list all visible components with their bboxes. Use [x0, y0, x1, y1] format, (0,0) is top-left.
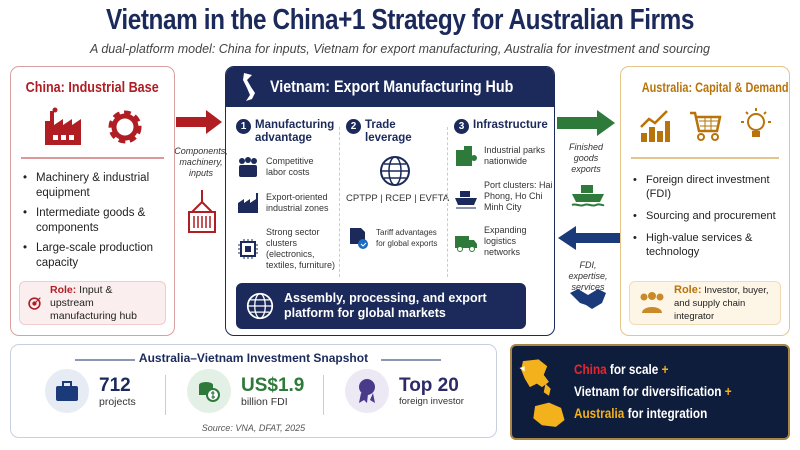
globe-icon — [380, 156, 410, 186]
stat-value: 712 — [99, 374, 131, 396]
column-item: Tariff advantages for global exports — [376, 228, 438, 248]
stat-value: Top 20 — [399, 375, 459, 396]
flow-label-fdi: FDI, expertise, services — [568, 260, 608, 292]
summary-line-vietnam: Vietnam for diversification + — [574, 383, 732, 399]
role-label: Role: — [49, 283, 77, 296]
role-text: Investor, buyer, and supply chain integr… — [674, 284, 769, 322]
truck-icon — [455, 235, 477, 252]
award-ribbon-icon — [359, 379, 375, 403]
ship-icon — [455, 190, 477, 208]
summary-banner: China for scale + Vietnam for diversific… — [510, 344, 790, 440]
asia-pacific-map-icon — [519, 359, 565, 427]
investment-snapshot: Australia–Vietnam Investment Snapshot 71… — [10, 344, 497, 438]
australia-item: High-value services & technology — [633, 231, 789, 259]
people-group-icon — [640, 292, 664, 313]
target-icon — [28, 297, 41, 310]
people-icon — [239, 157, 257, 177]
column-item: Export-oriented industrial zones — [266, 192, 329, 213]
china-panel: China: Industrial Base Machinery & indus… — [10, 66, 175, 336]
chip-icon — [238, 239, 258, 259]
trade-agreements: CPTPP | RCEP | EVFTA — [346, 193, 450, 204]
vietnam-panel: Vietnam: Export Manufacturing Hub 1 Manuf… — [225, 66, 555, 336]
vietnam-map-icon — [243, 73, 255, 101]
summary-line-china: China for scale + — [574, 361, 669, 377]
document-check-icon — [350, 228, 368, 249]
factory-icon — [238, 193, 258, 213]
australia-item: Foreign direct investment (FDI) — [633, 173, 789, 201]
divider — [447, 127, 448, 277]
container-icon — [188, 190, 216, 233]
gear-icon — [108, 110, 141, 144]
lightbulb-icon — [741, 108, 771, 137]
buildings-icon — [456, 146, 477, 166]
briefcase-icon — [56, 381, 78, 401]
column-item: Expanding logistics networks — [484, 225, 527, 257]
arrow-right-red-icon — [176, 110, 222, 134]
vietnam-title: Vietnam: Export Manufacturing Hub — [270, 77, 514, 96]
step-number: 2 — [346, 119, 361, 134]
summary-line-australia: Australia for integration — [574, 405, 708, 421]
divider — [165, 375, 166, 415]
page-subtitle: A dual-platform model: China for inputs,… — [90, 42, 710, 56]
stat-label: foreign investor — [399, 396, 464, 407]
stat-value: US$1.9 — [241, 374, 305, 396]
page-title: Vietnam in the China+1 Strategy for Aust… — [106, 4, 694, 36]
stat-label: projects — [99, 395, 136, 408]
divider — [339, 127, 340, 277]
globe-icon — [246, 292, 274, 320]
china-title: China: Industrial Base — [25, 79, 160, 96]
column-item: Strong sector clusters (electronics, tex… — [266, 227, 336, 270]
divider — [75, 359, 135, 361]
china-item: Large-scale production capacity — [23, 241, 174, 271]
snapshot-title: Australia–Vietnam Investment Snapshot — [138, 351, 369, 365]
handshake-icon — [570, 289, 606, 309]
australia-panel: Australia: Capital & Demand Foreign dire… — [620, 66, 790, 336]
step-number: 1 — [236, 119, 251, 134]
divider — [631, 157, 779, 159]
column-item: Industrial parks nationwide — [484, 145, 546, 166]
shopping-cart-icon — [690, 111, 722, 141]
factory-icon — [44, 107, 81, 145]
divider — [381, 359, 441, 361]
column-item: Competitive labor costs — [266, 156, 314, 177]
column-title: Manufacturing advantage — [255, 119, 335, 144]
australia-role: Role: Investor, buyer, and supply chain … — [629, 281, 781, 325]
banner-text: Assembly, processing, and export platfor… — [284, 291, 487, 320]
vietnam-platform-banner: Assembly, processing, and export platfor… — [236, 283, 526, 329]
china-item: Intermediate goods & components — [23, 206, 174, 236]
flow-label-inputs: Components, machinery, inputs — [174, 146, 228, 178]
role-text: Input & upstream manufacturing hub — [49, 283, 137, 322]
role-label: Role: — [674, 283, 702, 296]
source-note: Source: VNA, DFAT, 2025 — [201, 423, 306, 433]
growth-chart-icon — [640, 110, 670, 142]
flow-label-exports: Finished goods exports — [568, 142, 604, 174]
arrow-right-green-icon — [557, 110, 615, 136]
column-item: Port clusters: Hai Phong, Ho Chi Minh Ci… — [484, 180, 553, 212]
china-item: Machinery & industrial equipment — [23, 171, 174, 201]
china-role: Role: Input & upstream manufacturing hub — [19, 281, 166, 325]
step-number: 3 — [454, 119, 469, 134]
ship-icon — [571, 185, 605, 207]
money-icon — [199, 382, 220, 402]
divider — [21, 157, 164, 159]
column-title: Infrastructure — [473, 119, 548, 131]
australia-title: Australia: Capital & Demand — [641, 79, 789, 95]
arrow-left-blue-icon — [558, 226, 620, 250]
australia-item: Sourcing and procurement — [633, 209, 789, 223]
divider — [323, 375, 324, 415]
column-title: Trade leverage — [365, 119, 412, 144]
stat-label: billion FDI — [241, 395, 288, 408]
